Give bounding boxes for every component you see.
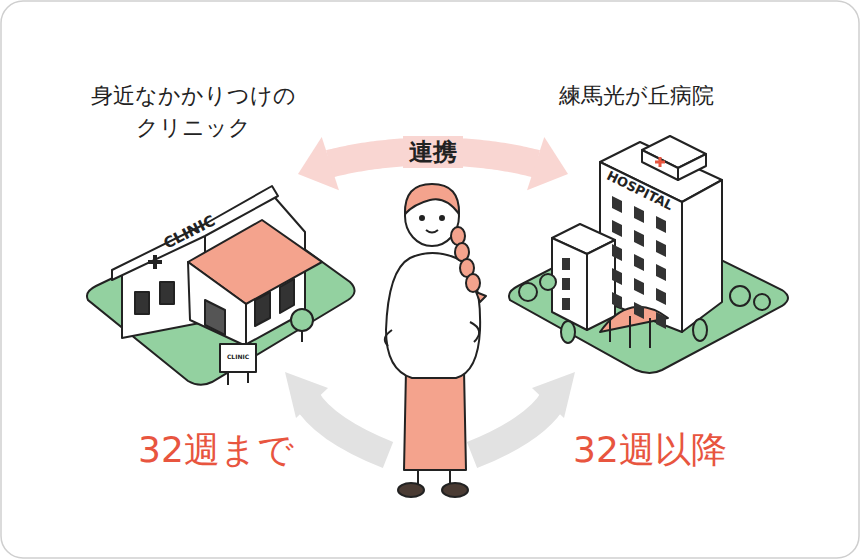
window [562, 258, 570, 270]
place-node: 練馬光が丘病院 [528, 80, 744, 174]
arrow-head [298, 137, 339, 190]
week-label: 32週まで [138, 432, 294, 468]
window [562, 278, 570, 290]
place-node: 身近なかかりつけの クリニック [78, 80, 308, 174]
edge-label: 連携 [403, 136, 463, 168]
window [634, 302, 644, 319]
window [612, 292, 622, 309]
window [634, 206, 644, 223]
window [634, 278, 644, 295]
window [656, 264, 666, 281]
window [656, 240, 666, 257]
window [656, 288, 666, 305]
place-name: 身近なかかりつけの クリニック [78, 80, 308, 144]
place-name: 練馬光が丘病院 [528, 80, 744, 112]
sign-board: CLINIC [227, 354, 249, 360]
window [612, 244, 622, 261]
window [634, 254, 644, 271]
window [634, 230, 644, 247]
window [612, 268, 622, 285]
window [612, 220, 622, 237]
window [656, 312, 666, 329]
window [612, 196, 622, 213]
arrow-head [527, 137, 568, 190]
window [656, 216, 666, 233]
window [562, 298, 570, 310]
week-label: 32週以降 [573, 432, 727, 468]
